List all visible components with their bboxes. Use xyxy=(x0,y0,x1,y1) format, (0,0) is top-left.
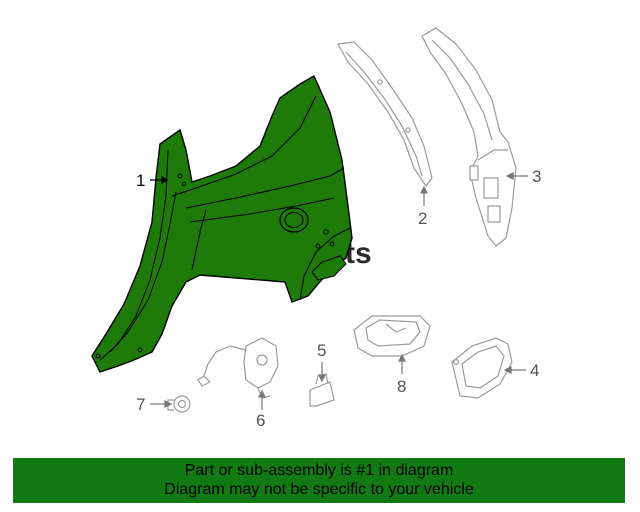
pillar-reinforcement-part[interactable] xyxy=(337,41,433,187)
callout-1: 1 xyxy=(136,171,145,190)
inner-panel-part[interactable] xyxy=(421,27,517,247)
callout-6: 6 xyxy=(256,411,265,430)
banner-line-2: Diagram may not be specific to your vehi… xyxy=(164,481,474,498)
callout-8: 8 xyxy=(397,377,406,396)
clip-part[interactable] xyxy=(167,395,191,413)
banner-line-1: Part or sub-assembly is #1 in diagram xyxy=(184,462,454,479)
callout-3: 3 xyxy=(532,167,541,186)
callout-4: 4 xyxy=(530,361,539,380)
callout-5: 5 xyxy=(317,341,326,360)
callout-7: 7 xyxy=(136,395,145,414)
callout-2: 2 xyxy=(418,209,427,228)
lid-actuator-part[interactable] xyxy=(197,337,279,399)
parts-diagram: ts xyxy=(91,27,541,430)
filler-housing-part[interactable] xyxy=(353,315,431,357)
leader-lines xyxy=(150,172,528,410)
fuel-door-part[interactable] xyxy=(451,337,513,399)
notice-banner: Part or sub-assembly is #1 in diagram Di… xyxy=(13,458,625,503)
quarter-panel-part[interactable] xyxy=(91,75,353,373)
